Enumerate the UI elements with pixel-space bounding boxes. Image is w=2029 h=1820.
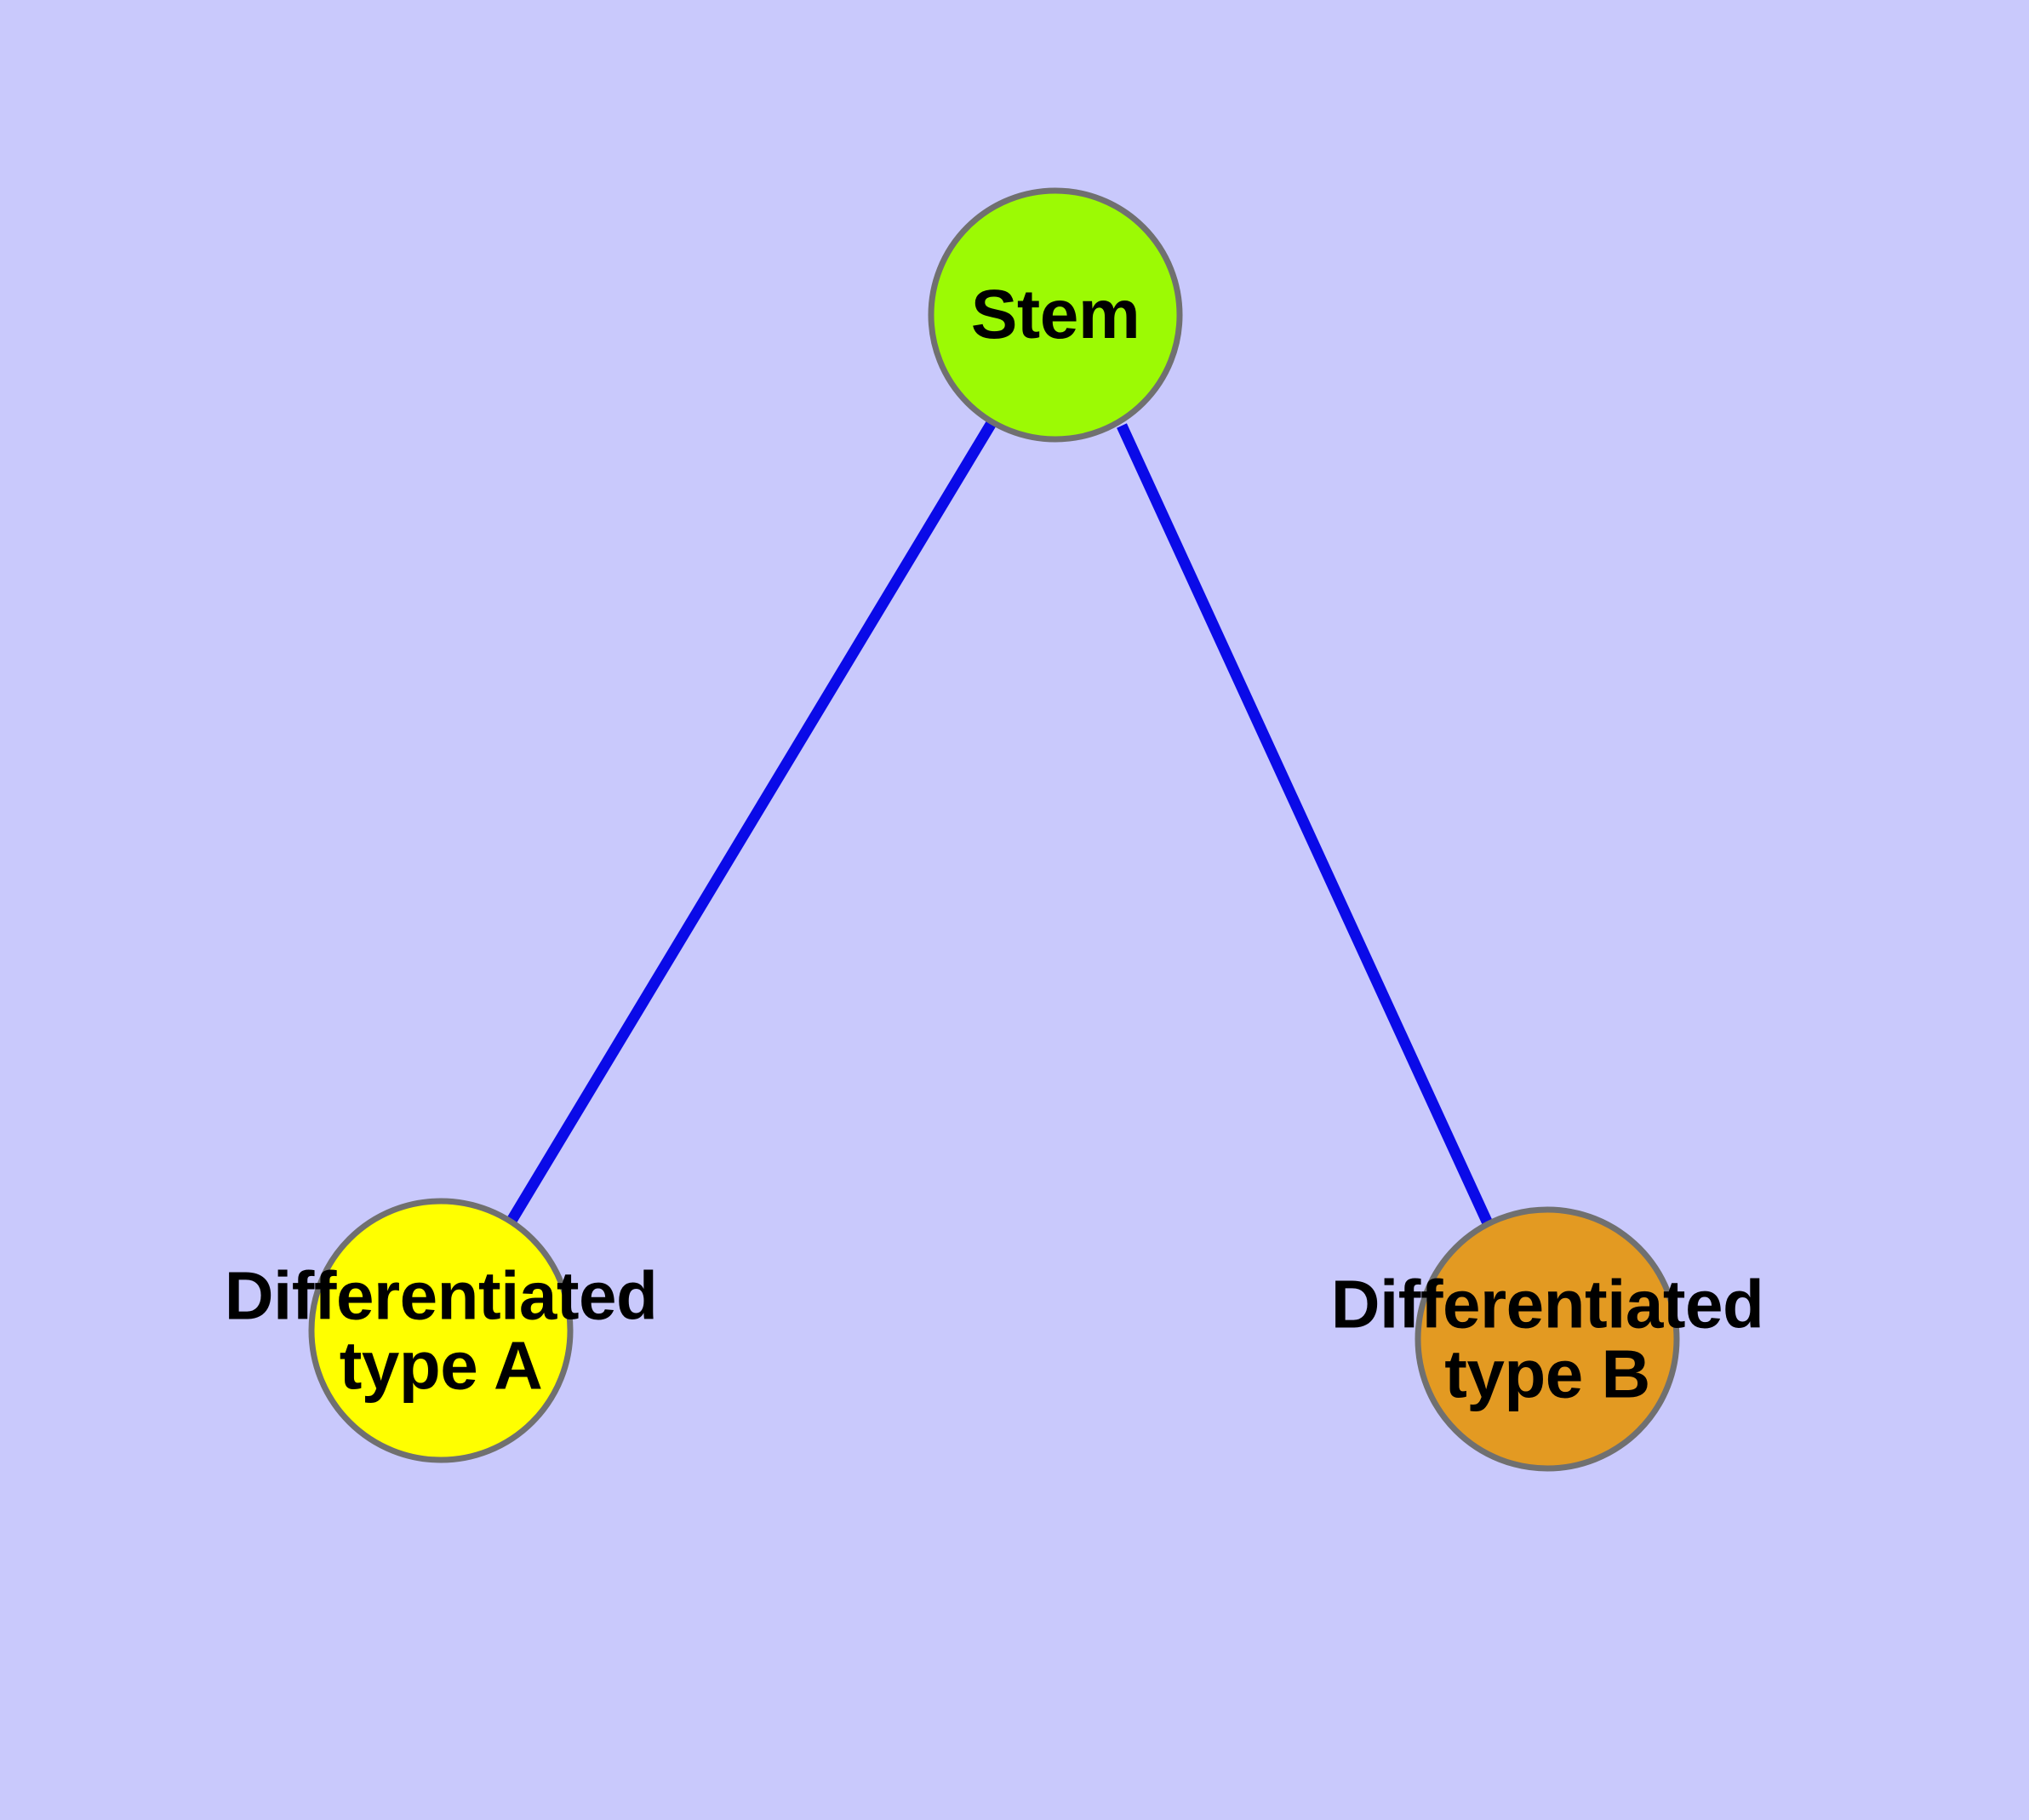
node-circle-diff-a[interactable] xyxy=(308,1198,574,1463)
nodes-layer xyxy=(308,187,1680,1472)
node-circle-stem[interactable] xyxy=(928,187,1183,443)
edges-layer xyxy=(506,420,1493,1226)
node-circle-diff-b[interactable] xyxy=(1415,1206,1680,1472)
edge-stem-to-b[interactable] xyxy=(1117,423,1493,1226)
edge-stem-to-a[interactable] xyxy=(506,420,997,1224)
